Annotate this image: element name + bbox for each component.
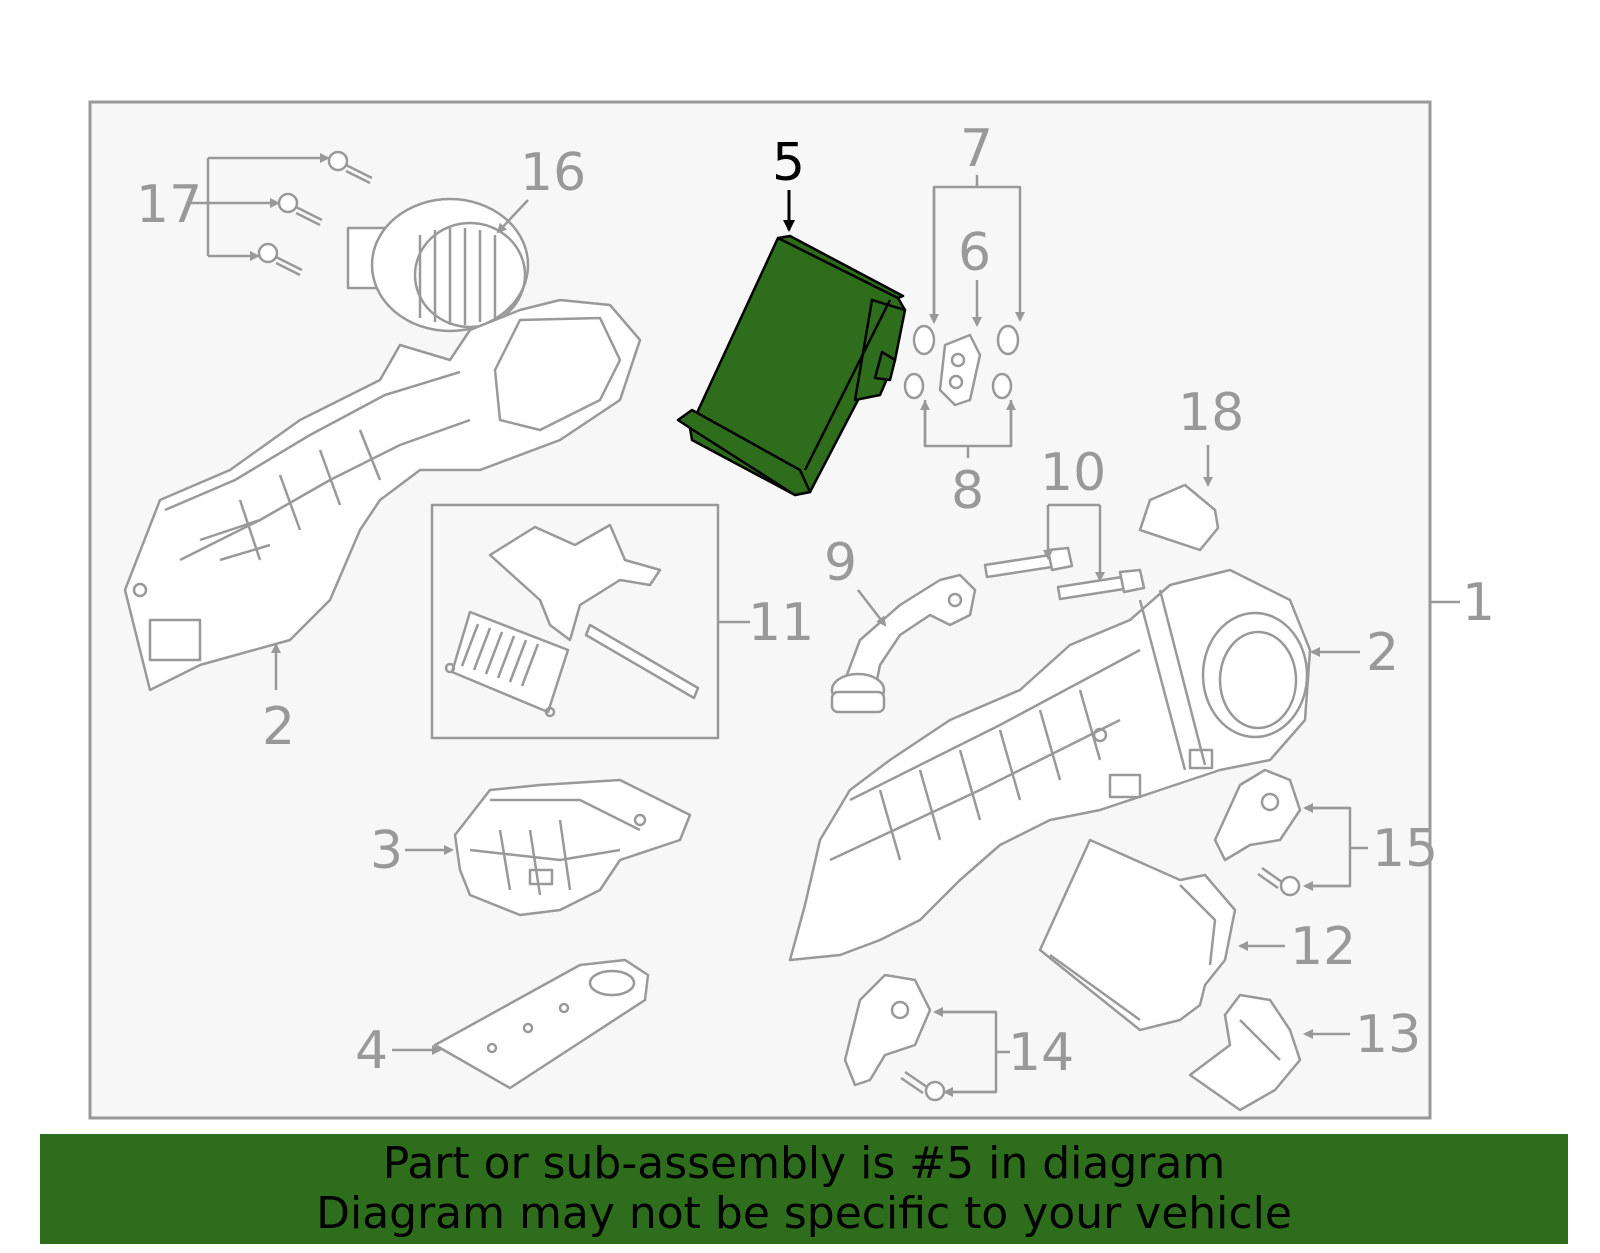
callout-15: 15 [1372, 819, 1438, 879]
leader-lines [190, 153, 1460, 1097]
part-10-bolts[interactable] [983, 546, 1146, 601]
callout-2-left: 2 [262, 697, 295, 757]
part-13-bracket[interactable] [1188, 993, 1302, 1112]
part-2-left-housing[interactable] [123, 298, 642, 692]
callout-labels: 1 2 2 3 4 6 7 8 9 10 11 12 13 14 15 16 1… [136, 119, 1495, 1083]
part-15-actuator[interactable] [1213, 768, 1302, 897]
part-12-cover[interactable] [1038, 838, 1237, 1032]
part-14-actuator[interactable] [843, 973, 946, 1102]
callout-2-right: 2 [1366, 623, 1399, 683]
callout-8: 8 [951, 461, 984, 521]
part-8-o-rings[interactable] [903, 372, 1013, 400]
part-9-pipe[interactable] [830, 573, 977, 714]
callout-6: 6 [958, 223, 991, 283]
callout-17: 17 [136, 175, 202, 235]
callout-5-highlighted: 5 [772, 133, 805, 193]
part-3-housing-section[interactable] [453, 778, 692, 917]
part-11-kit[interactable] [430, 503, 720, 740]
part-16-blower-motor[interactable] [346, 197, 530, 333]
part-17-screws[interactable] [257, 150, 373, 277]
callout-3: 3 [370, 821, 403, 881]
callout-4: 4 [355, 1021, 388, 1081]
info-banner: Part or sub-assembly is #5 in diagram Di… [40, 1134, 1568, 1244]
callout-12: 12 [1290, 917, 1356, 977]
callout-14: 14 [1008, 1023, 1074, 1083]
banner-line-2: Diagram may not be specific to your vehi… [316, 1188, 1292, 1239]
part-6-expansion-valve[interactable] [938, 333, 982, 407]
callout-7: 7 [960, 119, 993, 179]
part-2-right-housing[interactable] [788, 568, 1312, 962]
callout-18: 18 [1178, 383, 1244, 443]
part-18-clip[interactable] [1138, 483, 1220, 552]
callout-16: 16 [520, 143, 586, 203]
callout-10: 10 [1040, 443, 1106, 503]
callout-13: 13 [1355, 1005, 1421, 1065]
part-5-heater-core-highlighted[interactable] [676, 234, 907, 497]
banner-line-1: Part or sub-assembly is #5 in diagram [382, 1138, 1226, 1189]
callout-9: 9 [824, 533, 857, 593]
part-7-o-rings[interactable] [912, 324, 1020, 356]
callout-1: 1 [1462, 573, 1495, 633]
part-4-plate[interactable] [433, 958, 650, 1090]
callout-11: 11 [748, 593, 814, 653]
